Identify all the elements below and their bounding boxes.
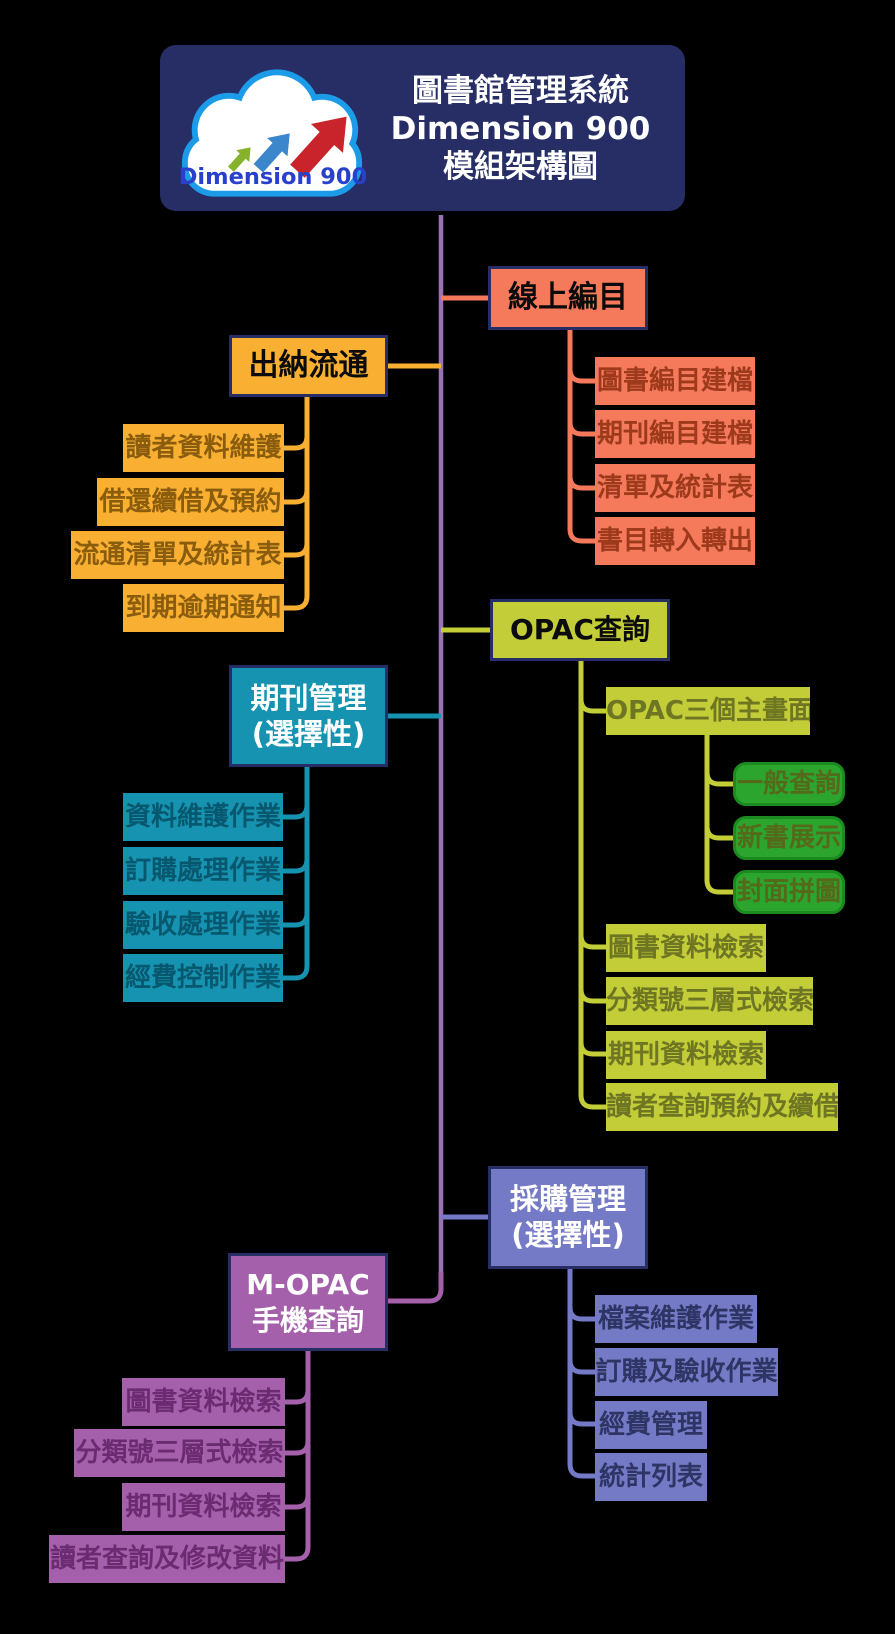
title-line-2: Dimension 900 bbox=[390, 111, 651, 147]
logo-wordmark: Dimension 900 bbox=[180, 164, 366, 190]
branch-online-cataloging-child: 書目轉入轉出 bbox=[595, 517, 755, 565]
title-line-1: 圖書館管理系統 bbox=[412, 73, 629, 109]
branch-serials-child: 驗收處理作業 bbox=[123, 901, 283, 949]
opac-screen-child: 封面拼圖 bbox=[733, 870, 845, 914]
branch-opac-child: OPAC三個主畫面 bbox=[606, 687, 810, 735]
branch-opac-child: 分類號三層式檢索 bbox=[606, 977, 813, 1025]
branch-serials-lines bbox=[283, 713, 441, 981]
branch-opac-child: 讀者查詢預約及續借 bbox=[606, 1083, 838, 1131]
branch-m-opac-child: 讀者查詢及修改資料 bbox=[49, 1535, 285, 1583]
branch-acquisition-child: 訂購及驗收作業 bbox=[595, 1348, 778, 1396]
title-line-3: 模組架構圖 bbox=[443, 149, 598, 185]
branch-m-opac: M-OPAC 手機查詢 bbox=[228, 1253, 388, 1351]
branch-circulation-child: 到期逾期通知 bbox=[123, 584, 284, 632]
branch-online-cataloging-child: 期刊編目建檔 bbox=[595, 410, 755, 458]
branch-online-cataloging: 線上編目 bbox=[488, 266, 648, 330]
branch-circulation-lines bbox=[284, 363, 441, 611]
branch-circulation: 出納流通 bbox=[229, 335, 388, 397]
header-card: Dimension 900 圖書館管理系統 Dimension 900 模組架構… bbox=[160, 45, 685, 211]
branch-opac-child: 圖書資料檢索 bbox=[606, 924, 766, 972]
branch-acquisition-management: 採購管理 (選擇性) bbox=[488, 1166, 648, 1269]
branch-online-cataloging-lines bbox=[441, 295, 595, 544]
branch-serials-management: 期刊管理 (選擇性) bbox=[229, 665, 388, 767]
branch-acquisition-label: 採購管理 bbox=[509, 1182, 626, 1216]
branch-m-opac-sublabel: 手機查詢 bbox=[251, 1304, 364, 1337]
page-title: 圖書館管理系統 Dimension 900 模組架構圖 bbox=[368, 72, 673, 186]
logo-growth-arrows-icon bbox=[227, 116, 347, 178]
branch-m-opac-child: 圖書資料檢索 bbox=[122, 1378, 285, 1426]
branch-circulation-child: 讀者資料維護 bbox=[123, 424, 284, 472]
branch-opac-search: OPAC查詢 bbox=[490, 599, 670, 661]
branch-acquisition-child: 檔案維護作業 bbox=[595, 1295, 757, 1343]
branch-opac-child: 期刊資料檢索 bbox=[606, 1031, 766, 1079]
branch-acquisition-child: 經費管理 bbox=[595, 1401, 707, 1449]
branch-m-opac-label: M-OPAC bbox=[246, 1268, 370, 1301]
branch-acquisition-child: 統計列表 bbox=[595, 1453, 707, 1501]
branch-online-cataloging-child: 清單及統計表 bbox=[595, 464, 755, 512]
branch-circulation-child: 流通清單及統計表 bbox=[71, 531, 284, 579]
branch-mopac-lines bbox=[285, 1272, 444, 1562]
opac-screen-child: 一般查詢 bbox=[733, 762, 845, 806]
branch-acquisition-sublabel: (選擇性) bbox=[511, 1218, 625, 1252]
opac-screen-child: 新書展示 bbox=[733, 816, 845, 860]
branch-m-opac-child: 期刊資料檢索 bbox=[122, 1483, 285, 1531]
branch-serials-child: 訂購處理作業 bbox=[123, 847, 283, 895]
branch-serials-child: 經費控制作業 bbox=[123, 954, 283, 1002]
dimension900-logo: Dimension 900 bbox=[180, 69, 366, 197]
branch-serials-label: 期刊管理 bbox=[250, 681, 367, 715]
branch-acquisition-lines bbox=[441, 1214, 595, 1479]
branch-circulation-child: 借還續借及預約 bbox=[97, 478, 284, 526]
branch-serials-child: 資料維護作業 bbox=[123, 793, 283, 841]
branch-m-opac-child: 分類號三層式檢索 bbox=[74, 1429, 285, 1477]
branch-serials-sublabel: (選擇性) bbox=[251, 717, 366, 751]
branch-opac-lines bbox=[441, 627, 733, 1110]
branch-online-cataloging-child: 圖書編目建檔 bbox=[595, 357, 755, 405]
